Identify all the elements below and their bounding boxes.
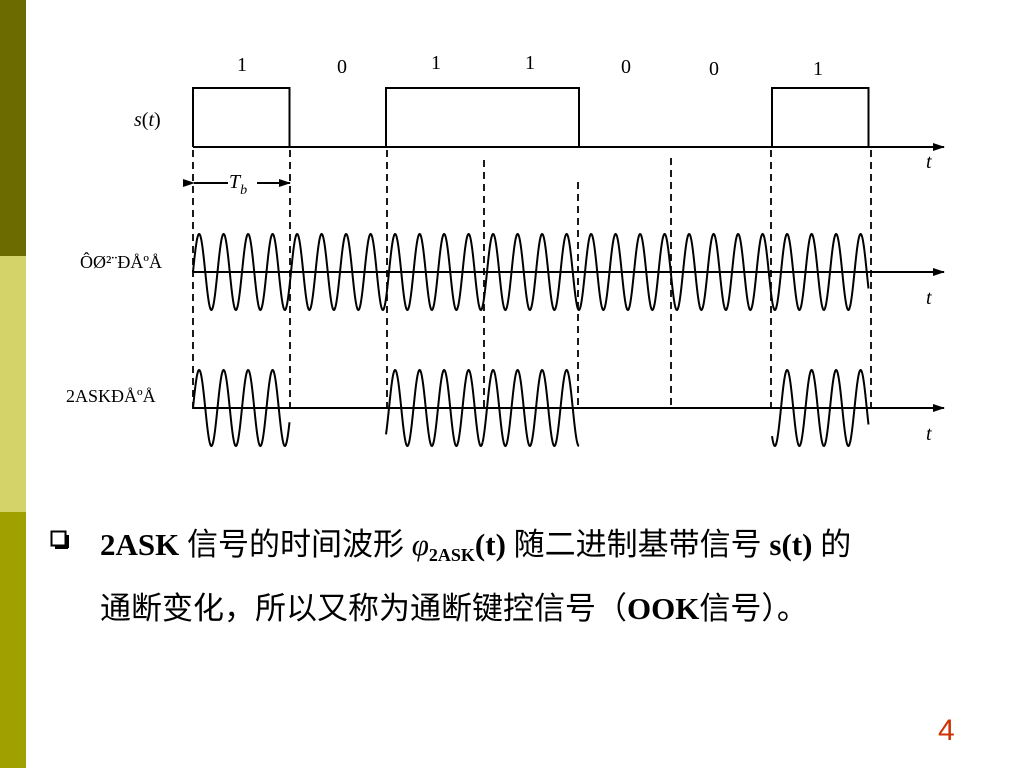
signal-label-s: s — [134, 109, 142, 131]
text-ook: OOK — [627, 591, 700, 626]
period-subscript: b — [240, 183, 247, 198]
axis-t-label: t — [926, 287, 932, 309]
text-phrase-3: 的 — [812, 527, 852, 562]
ask-label: 2ASKĐÅºÅ — [66, 386, 156, 406]
bit-label: 1 — [813, 58, 823, 80]
text-phrase-1: 信号的时间波形 — [179, 527, 412, 562]
carrier-label: ÔØ²¨ĐÅºÅ — [80, 251, 162, 272]
ask-waveform-diagram: 1 0 1 1 0 0 1 s(t) t t t Tb ÔØ²¨ĐÅºÅ 2ASKĐÅºÅ — [66, 52, 945, 448]
ask-burst — [385, 368, 484, 448]
page-number: 4 — [938, 714, 955, 747]
text-st: s(t) — [769, 527, 813, 562]
ask-burst — [771, 368, 870, 448]
bit-label: 0 — [621, 56, 631, 78]
axis-t-label: t — [926, 423, 932, 445]
text-2ask: 2ASK — [100, 527, 180, 562]
axis-t-label: t — [926, 151, 932, 173]
carrier-wave — [192, 232, 870, 312]
bit-label: 0 — [709, 58, 719, 80]
signal-label: s(t) — [134, 109, 161, 131]
phi-symbol: φ — [411, 527, 429, 562]
bit-label: 0 — [337, 56, 347, 78]
ask-burst — [481, 368, 580, 448]
checkbox-bullet-icon — [50, 530, 69, 549]
bullet-text: 2ASK 信号的时间波形 φ2ASK(t) 随二进制基带信号 s(t) 的 通断… — [100, 518, 980, 636]
bit-label: 1 — [431, 52, 441, 74]
sidebar-band-middle — [0, 256, 26, 512]
period-label: Tb — [229, 171, 247, 198]
text-phrase-2: 随二进制基带信号 — [505, 527, 770, 562]
bit-label: 1 — [237, 54, 247, 76]
phi-subscript: 2ASK — [428, 545, 475, 565]
sidebar-band-bottom — [0, 512, 26, 768]
signal-label-t: t — [148, 109, 154, 131]
bit-label: 1 — [525, 52, 535, 74]
text-t: (t) — [474, 527, 506, 562]
period-marker: Tb — [183, 171, 291, 198]
ask-burst — [192, 368, 291, 448]
text-phrase-4: 通断变化，所以又称为通断键控信号（ — [100, 591, 627, 626]
baseband-signal — [192, 87, 870, 148]
sidebar-band-top — [0, 0, 26, 256]
text-phrase-5: 信号）。 — [699, 591, 808, 626]
